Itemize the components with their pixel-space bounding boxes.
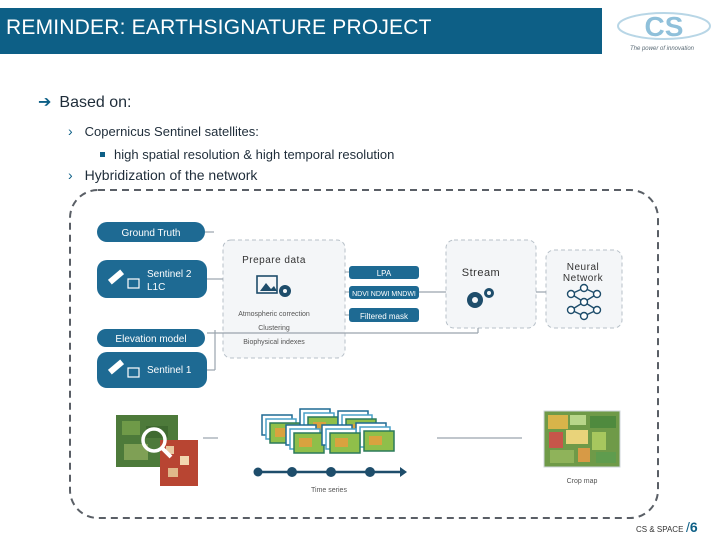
ground-truth-box: [97, 222, 205, 242]
filtered-mask-label: Filtered mask: [360, 312, 409, 321]
neural-label-line2: Network: [563, 273, 604, 284]
chevron-right-icon: ›: [68, 167, 73, 183]
timeline-node: [365, 467, 375, 477]
bullet-copernicus: ›Copernicus Sentinel satellites:: [68, 123, 259, 139]
image-gear-icon: [256, 275, 291, 297]
arrow-right-icon: ➔: [38, 94, 52, 111]
atmospheric-correction-label: Atmospheric correction: [238, 311, 310, 318]
image-icon: [127, 367, 140, 378]
crop-map-thumbnail: [543, 410, 621, 468]
time-series-image-stack: [261, 408, 395, 454]
image-icon: [127, 278, 140, 289]
elevation-model-box: [97, 329, 205, 347]
lpa-box: [349, 266, 419, 279]
neural-label-line1: Neural: [567, 262, 599, 273]
prepare-data-box: [222, 239, 346, 359]
clustering-label: Clustering: [258, 325, 290, 332]
neural-network-icon: [566, 283, 602, 321]
bullet-hybridization: ›Hybridization of the network: [68, 167, 258, 183]
prepare-data-label: Prepare data: [242, 255, 306, 266]
sentinel1-label: Sentinel 1: [147, 365, 192, 376]
indices-box: [349, 286, 419, 299]
magnifier-icon: [141, 427, 167, 453]
bullet-resolution: high spatial resolution & high temporal …: [100, 147, 394, 162]
logo-letters: CS: [645, 11, 684, 42]
time-series-tile-patch: [275, 428, 288, 437]
satellite-imagery-thumbnail: [116, 415, 198, 486]
footer-company: CS & SPACE: [636, 525, 684, 534]
satellite-icon: [107, 359, 125, 375]
satellite-icon: [107, 269, 125, 285]
slide-title: REMINDER: EARTHSIGNATURE PROJECT: [6, 16, 432, 39]
time-series-tile-patch: [369, 436, 382, 445]
sentinel2-label-line1: Sentinel 2: [147, 269, 192, 280]
biophysical-indexes-label: Biophysical indexes: [243, 339, 305, 346]
elevation-model-label: Elevation model: [115, 334, 186, 345]
square-bullet-icon: [100, 152, 105, 157]
time-series-tile-patch: [299, 438, 312, 447]
time-series-tile-patch: [335, 438, 348, 447]
crop-map-label: Crop map: [567, 478, 598, 485]
page-number-value: 6: [689, 519, 698, 535]
timeline-node: [326, 467, 336, 477]
bullet-based-on: ➔Based on:: [38, 94, 132, 111]
filtered-mask-box: [349, 308, 419, 322]
sentinel2-label-line2: L1C: [147, 282, 165, 293]
lpa-label: LPA: [377, 269, 392, 278]
timeline-node: [253, 467, 263, 477]
ground-truth-label: Ground Truth: [122, 228, 181, 239]
company-logo: CS The power of innovation: [617, 11, 711, 52]
sentinel1-box: [97, 352, 207, 388]
stream-label: Stream: [462, 267, 500, 279]
title-bar: [0, 8, 602, 54]
timeline-node: [287, 467, 297, 477]
logo-tagline: The power of innovation: [630, 46, 695, 52]
time-series-tile-patch: [313, 422, 326, 431]
stream-box: [445, 239, 537, 329]
diagram-frame: [69, 189, 659, 519]
time-series-label: Time series: [311, 487, 347, 494]
page-separator: /: [686, 519, 690, 535]
page-number: /6: [686, 519, 698, 535]
chevron-right-icon: ›: [68, 123, 73, 139]
gear-icon: [467, 288, 494, 308]
timeline-arrowhead: [400, 467, 407, 477]
indices-label: NDVI NDWI MNDWI: [352, 291, 416, 298]
sentinel2-box: [97, 260, 207, 298]
